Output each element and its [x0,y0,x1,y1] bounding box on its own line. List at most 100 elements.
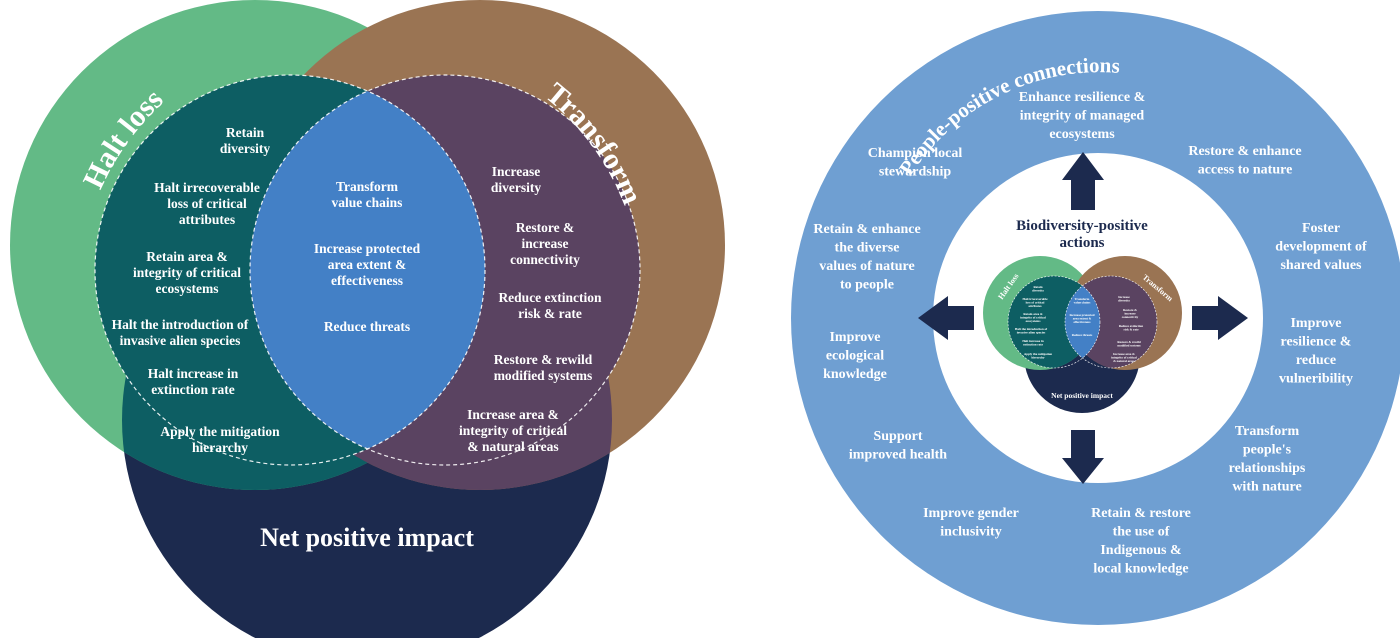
halt-item-line: integrity of critical [133,265,241,280]
mini-transform-dashed [1064,275,1158,369]
center-item-line: Transform [336,179,399,194]
mini-center-item-line: effectiveness [1074,320,1092,324]
mini-transform-item-line: Increase area & [1113,352,1135,356]
mini-transform-item-line: diversity [1118,299,1130,303]
connection-item-line: knowledge [823,367,887,382]
mini-halt-item-line: Halt increase in [1022,339,1044,343]
mini-halt-item-line: Retain [1033,285,1042,289]
halt-item-line: loss of critical [167,196,247,211]
connection-items: Enhance resilience &integrity of managed… [813,90,1367,577]
mini-transform-item-line: Restore & [1123,308,1137,312]
mini-halt-item-line: Halt the introduction of [1015,327,1048,331]
venn-diagram: Halt loss Transform Net positive impact … [10,0,725,638]
mini-halt-item-line: Apply the mitigation [1024,352,1052,356]
connection-item-line: to people [840,278,894,293]
connection-item-line: Retain & restore [1091,506,1191,521]
arrow-up [1062,152,1104,210]
transform-item-line: integrity of critical [459,423,567,438]
mini-center-lens [1065,276,1100,368]
halt-item-line: Halt the introduction of [112,317,249,332]
connection-item-line: Indigenous & [1100,543,1181,558]
halt-item-line: invasive alien species [120,333,241,348]
transform-item-line: diversity [491,180,541,195]
mini-halt-item-line: integrity of critical [1020,316,1046,320]
connection-item-line: Foster [1302,221,1340,236]
connection-item: Enhance resilience &integrity of managed… [1019,90,1146,142]
center-item-line: value chains [332,195,403,210]
connection-item-line: vulneribility [1279,372,1353,387]
connection-item-line: development of [1275,240,1367,255]
connection-item-line: Champion local [868,146,963,161]
connection-item-line: with nature [1232,480,1301,495]
halt-item-line: extinction rate [151,382,235,397]
mini-center-item: Reduce threats [1072,333,1093,337]
arrow-left [918,296,974,340]
connection-item-line: Enhance resilience & [1019,90,1146,105]
center-title-line-2: actions [1060,235,1105,251]
transform-item-line: Restore & [516,220,575,235]
halt-item-line: hierarchy [192,440,248,455]
halt-item: Retain area &integrity of criticalecosys… [133,249,241,296]
arrow-down [1062,430,1104,484]
connection-item-line: reduce [1296,353,1336,368]
mini-transform-item-line: integrity of critical [1111,356,1137,360]
transform-dashed-outline [249,74,641,466]
mini-venn: Halt loss Transform Net positive impact … [983,256,1182,413]
connection-item-line: Improve [1290,316,1341,331]
center-item-line: area extent & [328,257,406,272]
connection-item-line: relationships [1229,461,1306,476]
transform-item-line: Increase area & [467,407,559,422]
halt-item-line: attributes [179,212,235,227]
mini-center-item-line: Transform [1075,297,1090,301]
net-positive-title: Net positive impact [260,523,474,552]
mini-transform-item-line: & natural areas [1113,359,1135,363]
mini-transform-item-line: increase [1124,312,1136,316]
connection-item-line: improved health [849,448,947,463]
mini-halt-item-line: extinction rate [1023,343,1043,347]
connection-item-line: Restore & enhance [1188,144,1301,159]
connection-item-line: inclusivity [940,525,1001,540]
halt-item-line: Halt irrecoverable [154,180,260,195]
halt-item-line: ecosystems [156,281,219,296]
connection-item-line: Improve [829,330,880,345]
transform-item-line: modified systems [494,368,593,383]
arrow-right [1192,296,1248,340]
mini-halt-item: Retain area &integrity of criticalecosys… [1020,312,1046,323]
center-item-line: Increase protected [314,241,421,256]
connection-item-line: Retain & enhance [813,222,920,237]
mini-halt-item-line: loss of critical [1026,301,1045,305]
halt-item-line: Retain area & [146,249,227,264]
mini-transform-item-line: Reduce extinction [1119,324,1144,328]
mini-transform-item: Increase area &integrity of critical& na… [1111,352,1137,363]
mini-halt-item-line: diversity [1032,289,1044,293]
transform-item-line: risk & rate [518,306,582,321]
transform-item-line: & natural areas [467,439,558,454]
connection-item-line: shared values [1280,258,1362,273]
center-item-line: Reduce threats [324,319,410,334]
transform-item-line: Reduce extinction [498,290,602,305]
